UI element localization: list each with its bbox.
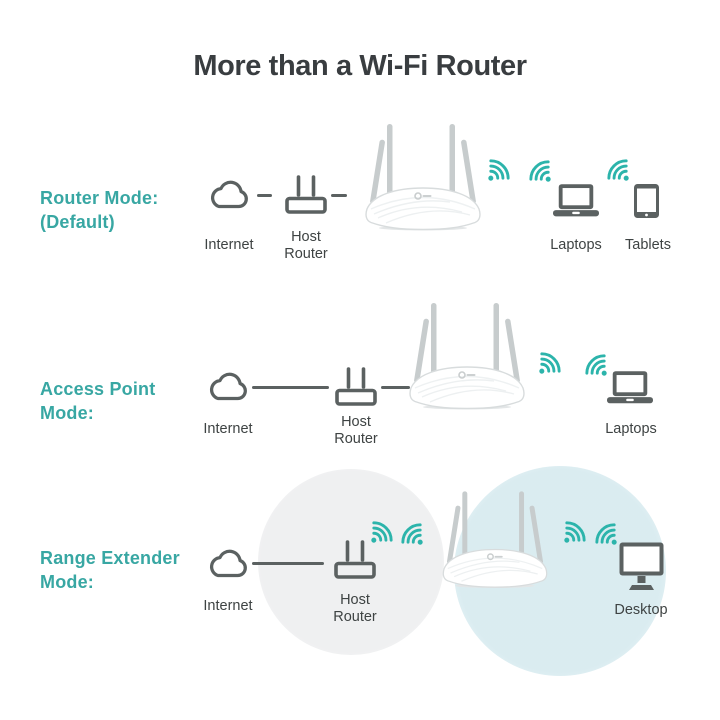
connection-line xyxy=(257,194,272,197)
wifi-signal-icon xyxy=(593,521,619,547)
wifi-signal-icon xyxy=(562,519,588,545)
mode-label-line2: Mode: xyxy=(40,571,94,592)
access-point-mode-label: Access Point Mode: xyxy=(40,378,155,425)
host-router-label: Host Router xyxy=(284,229,328,262)
tablets-label: Tablets xyxy=(625,237,671,253)
wifi-signal-icon xyxy=(369,519,395,545)
host-router-label: Host Router xyxy=(333,592,377,625)
range-extender-mode-label: Range Extender Mode: xyxy=(40,547,180,594)
connection-line xyxy=(252,386,329,389)
connection-line xyxy=(331,194,347,197)
host-router-label: Host Router xyxy=(334,414,378,447)
mode-label-line2: (Default) xyxy=(40,211,115,232)
internet-cloud-icon xyxy=(206,547,250,582)
range-extender-router-icon xyxy=(436,486,554,593)
laptops-label: Laptops xyxy=(550,237,602,253)
connection-line xyxy=(381,386,410,389)
connection-line xyxy=(252,562,324,565)
mode-label-line1: Range Extender xyxy=(40,548,180,568)
mode-label-line1: Router Mode: xyxy=(40,188,159,208)
internet-label: Internet xyxy=(204,237,254,253)
host-router-modem-icon xyxy=(333,539,377,579)
internet-label: Internet xyxy=(203,598,253,614)
desktop-monitor-icon xyxy=(619,542,664,592)
wifi-signal-icon xyxy=(399,521,425,547)
router-mode-label: Router Mode: (Default) xyxy=(40,187,158,234)
mode-label-line1: Access Point xyxy=(40,379,156,399)
internet-label: Internet xyxy=(203,421,253,437)
mode-label-line2: Mode: xyxy=(40,402,94,423)
page-title: More than a Wi-Fi Router xyxy=(193,50,527,83)
desktop-label: Desktop xyxy=(614,602,668,618)
laptops-label: Laptops xyxy=(605,421,657,437)
